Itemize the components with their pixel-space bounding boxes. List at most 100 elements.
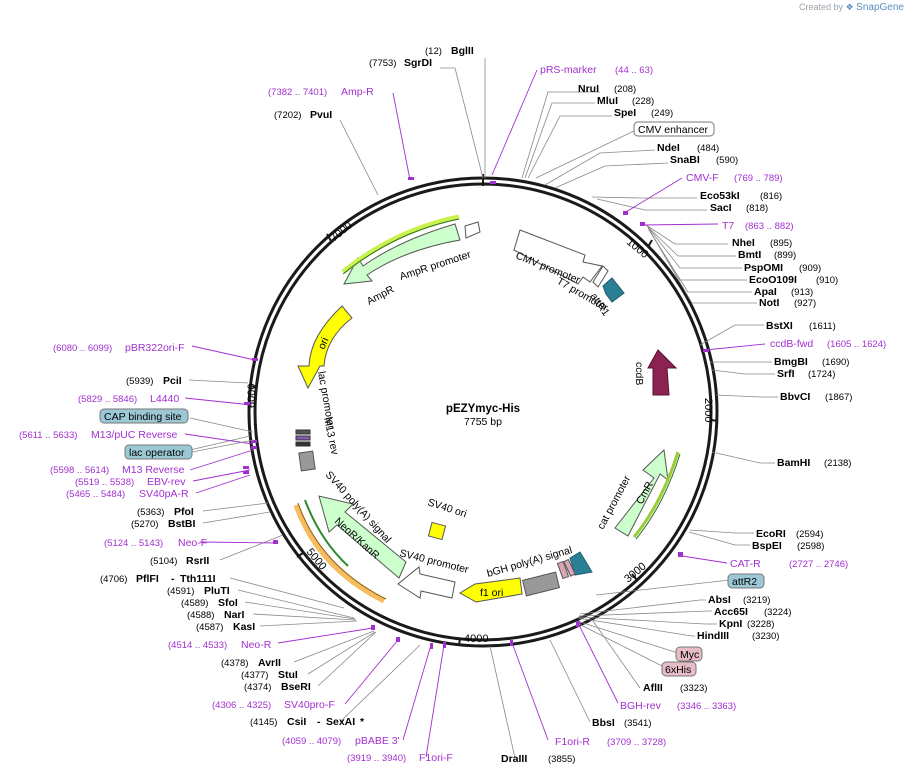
tick-2000	[710, 419, 719, 422]
enzyme-aflii: AflII(3323)	[643, 682, 707, 694]
svg-text:(909): (909)	[799, 263, 821, 274]
primer-m13-reverse: (5598 .. 5614)M13 Reverse	[50, 464, 185, 476]
svg-text:BglII: BglII	[451, 45, 474, 57]
svg-text:(5270): (5270)	[131, 519, 158, 530]
f1-ori-label: f1 ori	[480, 587, 503, 599]
svg-text:StuI: StuI	[278, 669, 298, 681]
enzyme-draiii: DraIII(3855)	[501, 753, 575, 765]
primer-sv40pro-f: (4306 .. 4325)SV40pro-F	[212, 699, 335, 711]
svg-text:(7753): (7753)	[369, 58, 396, 69]
ori-label: ori	[316, 336, 332, 352]
svg-text:SV40pA-R: SV40pA-R	[139, 488, 189, 500]
enzyme-absi: AbsI(3219)	[708, 594, 770, 606]
f1-ori-arrow	[459, 577, 523, 603]
tick-label-4000: 4000	[464, 633, 488, 645]
sv40-promoter-arrow	[397, 566, 456, 599]
svg-text:(3219): (3219)	[743, 595, 770, 606]
feature-cap-binding-site: CAP binding site	[99, 408, 189, 424]
svg-text:NdeI: NdeI	[657, 142, 680, 154]
svg-text:BmtI: BmtI	[738, 249, 761, 261]
neor-arc-highlight	[293, 504, 386, 604]
svg-text:(1605 .. 1624): (1605 .. 1624)	[827, 339, 886, 350]
tick-label-6000: 6000	[246, 384, 258, 408]
svg-text:(1611): (1611)	[809, 321, 836, 332]
svg-text:NheI: NheI	[732, 237, 755, 249]
enzyme-nari: (4588)NarI	[187, 609, 245, 621]
watermark-prefix: Created by	[799, 2, 844, 12]
svg-text:(3346 .. 3363): (3346 .. 3363)	[677, 701, 736, 712]
enzyme-bstxi: BstXI(1611)	[766, 320, 836, 332]
svg-text:pBR322ori-F: pBR322ori-F	[125, 342, 185, 354]
enzyme-bamhi: BamHI (2138)	[777, 457, 851, 469]
svg-text:MluI: MluI	[597, 95, 618, 107]
svg-text:(5124 .. 5143): (5124 .. 5143)	[104, 538, 163, 549]
his-tag-mark	[563, 558, 576, 577]
enzyme-labels: (12)BglII (7753)SgrDI (7202)PvuI NruI(20…	[100, 45, 852, 765]
svg-text:EcoRI: EcoRI	[756, 528, 786, 540]
scale-ticks	[248, 174, 719, 647]
svg-text:BamHI: BamHI	[777, 457, 810, 469]
watermark-brand: SnapGene	[856, 2, 904, 13]
sv40-ori-box	[427, 521, 447, 541]
sv40-polya-block	[298, 450, 316, 472]
enzyme-bglii: (12) BglII	[425, 45, 474, 57]
ccdb-arrow	[647, 349, 678, 396]
primer-amp-r: (7382 .. 7401)Amp-R	[268, 86, 374, 98]
svg-text:HindIII: HindIII	[697, 630, 729, 642]
svg-text:CAP binding site: CAP binding site	[104, 411, 182, 423]
svg-text:(3855): (3855)	[548, 754, 575, 765]
svg-text:BstBI: BstBI	[168, 518, 196, 530]
svg-text:(7382 .. 7401): (7382 .. 7401)	[268, 87, 327, 98]
ccdb-label: ccdB	[633, 362, 645, 385]
enzyme-pluti: (4591)PluTI	[167, 585, 230, 597]
svg-text:BmgBI: BmgBI	[774, 356, 808, 368]
enzyme-kasi: (4587)KasI	[196, 621, 255, 633]
svg-text:SpeI: SpeI	[614, 107, 636, 119]
svg-text:(3919 .. 3940): (3919 .. 3940)	[347, 753, 406, 764]
svg-text:SgrDI: SgrDI	[404, 57, 432, 69]
svg-text:(6080 .. 6099): (6080 .. 6099)	[53, 343, 112, 354]
enzyme-noti: NotI(927)	[759, 297, 816, 309]
svg-text:SrfI: SrfI	[777, 368, 795, 380]
feature-attr2: attR2	[727, 573, 765, 589]
svg-text:SV40pro-F: SV40pro-F	[284, 699, 335, 711]
svg-text:(899): (899)	[774, 250, 796, 261]
enzyme-stui: (4377)StuI	[241, 669, 298, 681]
svg-text:BbsI: BbsI	[592, 717, 615, 729]
snapgene-watermark: Created by ❖ SnapGene	[799, 2, 904, 13]
svg-text:Neo-R: Neo-R	[241, 639, 272, 651]
lac-marker-2	[295, 435, 311, 441]
svg-text:(5611 .. 5633): (5611 .. 5633)	[19, 430, 77, 441]
enzyme-sfoi: (4589)SfoI	[181, 597, 238, 609]
lac-marker-1	[295, 429, 311, 435]
svg-text:Neo-F: Neo-F	[178, 537, 207, 549]
svg-text:(2138): (2138)	[824, 458, 851, 469]
enzyme-pcii: (5939)PciI	[126, 375, 182, 387]
svg-text:PflFI: PflFI	[136, 573, 159, 585]
svg-text:pBABE 3': pBABE 3'	[355, 735, 400, 747]
svg-text:Acc65I: Acc65I	[714, 606, 748, 618]
tick-6000	[248, 385, 257, 388]
svg-text:(12): (12)	[425, 46, 442, 57]
primer-ebv-rev: (5519 .. 5538)EBV-rev	[75, 476, 186, 488]
svg-text:(2598): (2598)	[797, 541, 824, 552]
svg-text:(1867): (1867)	[825, 392, 852, 403]
enzyme-bmgbi: BmgBI(1690)	[774, 356, 849, 368]
primer-bgh-rev: BGH-rev(3346 .. 3363)	[620, 700, 736, 712]
svg-text:(5465 .. 5484): (5465 .. 5484)	[66, 489, 125, 500]
svg-text:(2594): (2594)	[796, 529, 823, 540]
svg-text:(3224): (3224)	[764, 607, 791, 618]
svg-text:(769 .. 789): (769 .. 789)	[734, 173, 783, 184]
enzyme-apai: ApaI(913)	[754, 286, 813, 298]
tick-1000	[647, 239, 653, 248]
primer-labels: pRS-marker (44 .. 63) (7382 .. 7401)Amp-R…	[19, 64, 886, 764]
svg-text:pRS-marker: pRS-marker	[540, 64, 597, 76]
svg-text:CMV enhancer: CMV enhancer	[638, 124, 709, 136]
enzyme-bseri: (4374)BseRI	[244, 681, 311, 693]
svg-text:6xHis: 6xHis	[665, 664, 691, 676]
svg-text:(5939): (5939)	[126, 376, 153, 387]
svg-text:(44 .. 63): (44 .. 63)	[615, 65, 653, 76]
svg-text:ApaI: ApaI	[754, 286, 777, 298]
primer-ccdb-fwd: ccdB-fwd(1605 .. 1624)	[770, 338, 886, 350]
